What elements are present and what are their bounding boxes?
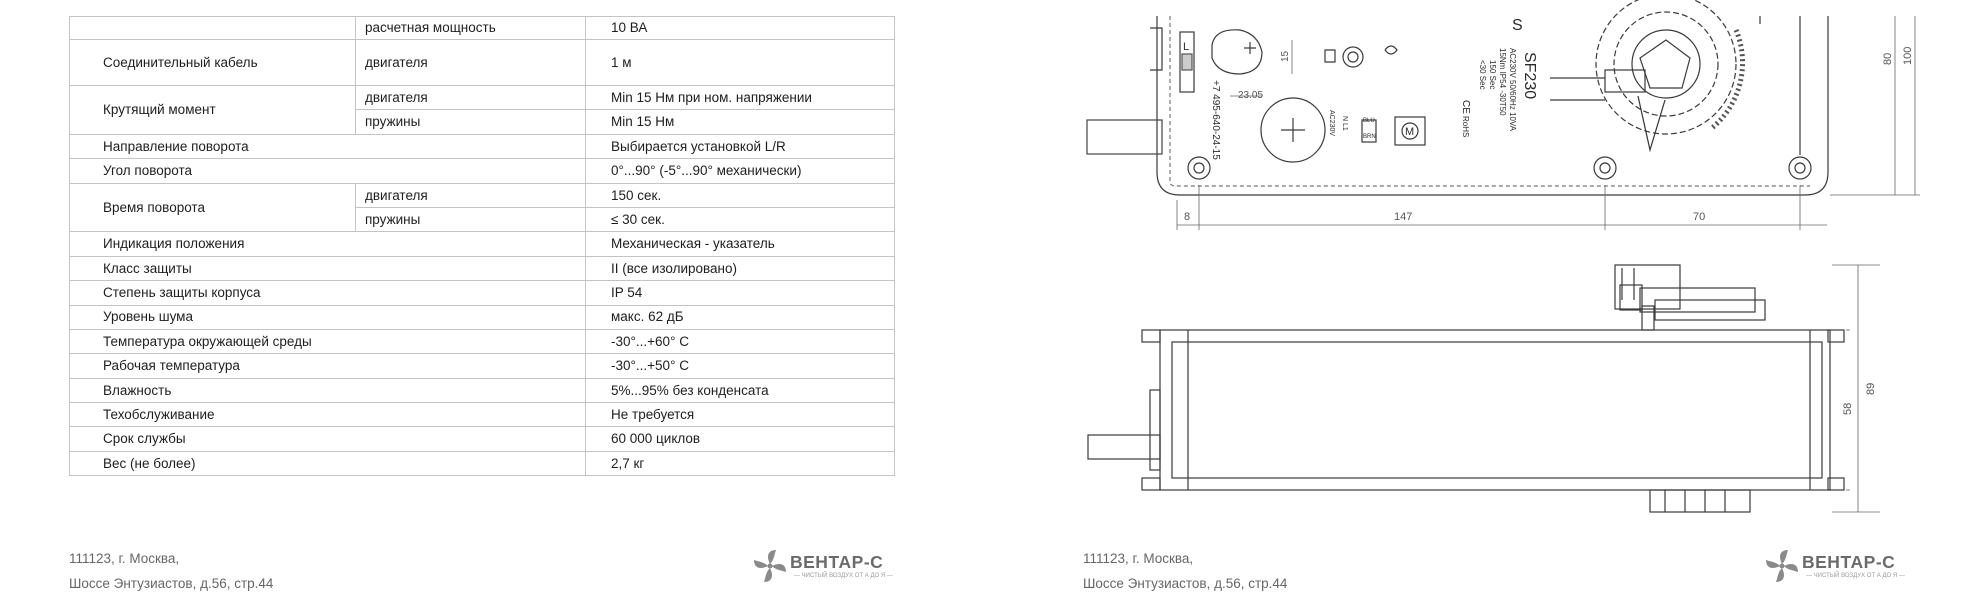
model-mark: S [1512, 17, 1523, 34]
terminal-label: N L1 [1341, 116, 1348, 131]
wire-label: BLU [1363, 118, 1375, 124]
value-cell: 60 000 циклов [585, 426, 895, 452]
side-view-drawing [1087, 264, 1845, 513]
table-row: Влажность 5%...95% без конденсата [69, 377, 895, 404]
value-cell: Не требуется [585, 402, 895, 428]
table-row: Температура окружающей среды -30°...+60°… [69, 328, 895, 355]
side-view-dimension-labels: 58 89 [1842, 383, 1877, 415]
param-cell: Соединительный кабель [69, 39, 356, 86]
table-row: пружины Min 15 Нм [70, 109, 895, 135]
address-line: Шоссе Энтузиастов, д.56, стр.44 [1083, 576, 1288, 591]
top-view-dimensions [1176, 16, 1920, 230]
table-row: Срок службы 60 000 циклов [69, 426, 895, 452]
param-cell: Уровень шума [69, 304, 586, 330]
table-row: Степень защиты корпуса IP 54 [69, 280, 895, 306]
dim-label: 23.05 [1238, 90, 1263, 101]
dim-label: 58 [1842, 403, 1854, 415]
top-view-dimension-labels: 8 147 70 23.05 80 100 15 [1184, 47, 1914, 223]
rohs-mark: RoHS [1461, 116, 1470, 137]
table-row: Соединительный кабель двигателя 1 м [69, 39, 895, 86]
value-cell: -30°...+50° С [585, 353, 895, 379]
dim-label: 70 [1693, 211, 1705, 223]
spec-text: AC230V 50/60Hz 10VA [1508, 48, 1517, 132]
logo-text: ВЕНТАР-С [790, 552, 884, 572]
sub-cell: двигателя [355, 84, 586, 111]
sub-cell: пружины [355, 206, 586, 233]
param-cell: Срок службы [69, 426, 586, 452]
value-cell: 2,7 кг [585, 450, 895, 477]
table-row: Уровень шума макс. 62 дБ [69, 304, 895, 330]
dim-label: 100 [1902, 47, 1914, 65]
top-view-drawing [1086, 0, 1829, 196]
table-row: Класс защиты II (все изолировано) [69, 255, 895, 282]
fan-logo-icon [754, 550, 786, 582]
dim-label: 15 [1280, 50, 1291, 62]
dim-label: 89 [1865, 383, 1877, 395]
spec-text: 150 Sec [1488, 60, 1497, 89]
param-cell: Степень защиты корпуса [69, 280, 586, 306]
dim-label: 147 [1394, 211, 1412, 223]
value-cell: -30°...+60° С [585, 328, 895, 355]
value-cell: Выбирается установкой L/R [585, 133, 895, 160]
logo-tagline: — ЧИСТЫЙ ВОЗДУХ ОТ А ДО Я — [794, 573, 893, 579]
table-row: расчетная мощность 10 ВА [69, 16, 895, 40]
spec-text: 15Nm IP54 -30T50 [1498, 48, 1507, 116]
address-line: Шоссе Энтузиастов, д.56, стр.44 [69, 576, 274, 591]
param-cell: Класс защиты [69, 255, 586, 282]
address-line: 111123, г. Москва, [1083, 551, 1194, 566]
table-row: Крутящий момент двигателя Min 15 Нм при … [69, 84, 895, 135]
ce-mark: CE [1460, 100, 1471, 114]
fan-logo-icon [1766, 550, 1798, 582]
dim-label: 80 [1882, 53, 1894, 65]
value-cell: 10 ВА [585, 16, 895, 40]
param-cell: Вес (не более) [69, 450, 586, 477]
motor-symbol: M [1405, 126, 1414, 138]
value-cell: IP 54 [585, 280, 895, 306]
nameplate-label: SF230 AC230V 50/60Hz 10VA 15Nm IP54 -30T… [1183, 17, 1538, 160]
value-cell: 5%...95% без конденсата [585, 377, 895, 404]
address-line: 111123, г. Москва, [69, 551, 180, 566]
value-cell: макс. 62 дБ [585, 304, 895, 330]
value-cell: Min 15 Нм [585, 109, 895, 135]
switch-label: L [1183, 41, 1189, 53]
param-cell: Время поворота [69, 182, 356, 233]
spec-text: <30 Sec [1478, 60, 1487, 90]
table-row: пружины ≤ 30 сек. [70, 206, 895, 233]
param-cell: Угол поворота [69, 158, 586, 184]
table-row: Угол поворота 0°...90° (-5°...90° механи… [69, 158, 895, 184]
dim-label: 8 [1184, 211, 1190, 223]
right-page: 111123, г. Москва, Шоссе Энтузиастов, д.… [990, 0, 1981, 603]
table-row: Время поворота двигателя 150 сек. [69, 182, 895, 233]
table-row: Рабочая температура -30°...+50° С [69, 353, 895, 379]
footer-address: 111123, г. Москва, Шоссе Энтузиастов, д.… [69, 546, 273, 596]
param-cell: Влажность [69, 377, 586, 404]
footer-address: 111123, г. Москва, Шоссе Энтузиастов, д.… [1083, 546, 1287, 596]
param-cell: Техобслуживание [69, 402, 586, 428]
spec-table: расчетная мощность 10 ВА Соединительный … [69, 16, 895, 477]
company-logo: ВЕНТАР-С — ЧИСТЫЙ ВОЗДУХ ОТ А ДО Я — [1764, 548, 1905, 588]
wire-label: BRN [1363, 134, 1376, 140]
sub-cell: расчетная мощность [355, 16, 586, 40]
param-cell: Индикация положения [69, 231, 586, 257]
param-cell: Температура окружающей среды [69, 328, 586, 355]
table-row: Вес (не более) 2,7 кг [69, 450, 895, 477]
value-cell: Min 15 Нм при ном. напряжении [585, 84, 895, 111]
logo-tagline: — ЧИСТЫЙ ВОЗДУХ ОТ А ДО Я — [1806, 573, 1905, 579]
left-page: расчетная мощность 10 ВА Соединительный … [0, 0, 990, 603]
phone-label: +7 495-640-24-15 [1210, 80, 1221, 160]
logo-text: ВЕНТАР-С [1802, 552, 1896, 572]
value-cell: Механическая - указатель [585, 231, 895, 257]
param-cell [69, 16, 356, 40]
value-cell: 0°...90° (-5°...90° механически) [585, 158, 895, 184]
side-view-dimensions [1832, 264, 1880, 513]
param-cell: Рабочая температура [69, 353, 586, 379]
model-label: SF230 [1521, 52, 1538, 99]
value-cell: II (все изолировано) [585, 255, 895, 282]
table-row: Индикация положения Механическая - указа… [69, 231, 895, 257]
table-row: Техобслуживание Не требуется [69, 402, 895, 428]
voltage-label: AC230V [1328, 110, 1335, 136]
company-logo: ВЕНТАР-С — ЧИСТЫЙ ВОЗДУХ ОТ А ДО Я — [752, 548, 893, 588]
